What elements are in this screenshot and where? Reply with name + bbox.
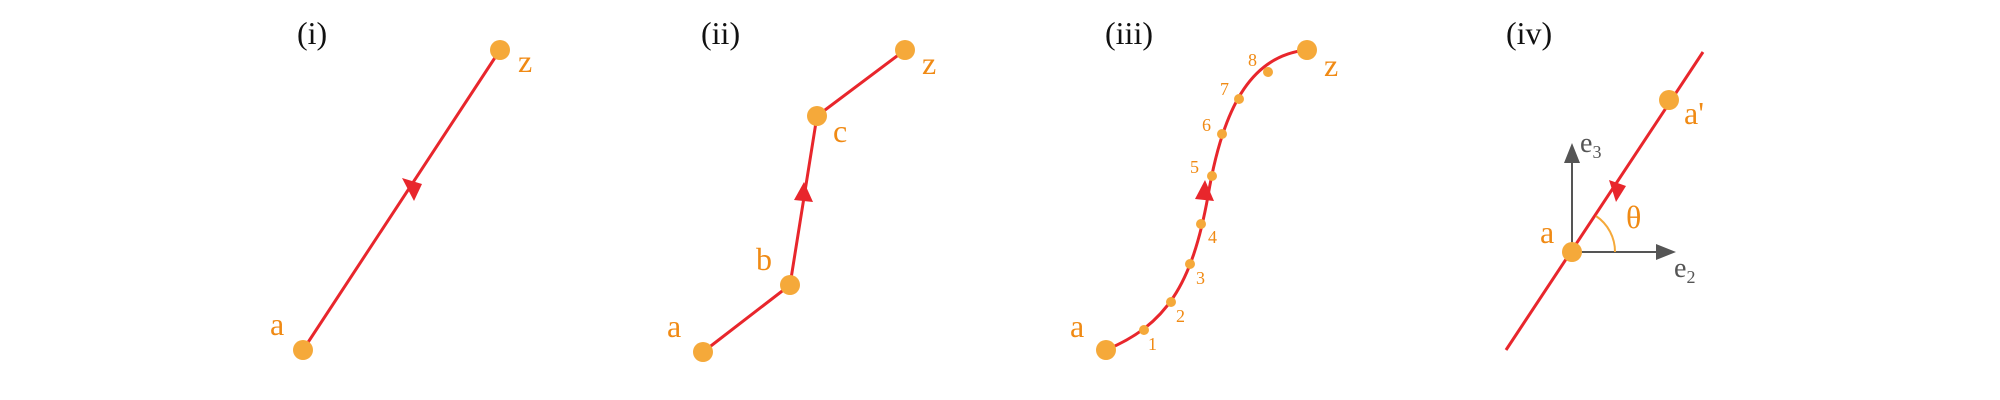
panel-iv: (iv) θ a a' e3 e2 [1504,15,1705,351]
step-point-8 [1263,67,1273,77]
point-b [780,275,800,295]
panel-label-i: (i) [297,15,327,51]
step-point-1 [1139,325,1149,335]
step-label-1: 1 [1148,334,1157,354]
direction-arrow [402,178,422,201]
step-point-3 [1185,259,1195,269]
point-label-a: a [1070,308,1084,344]
direction-arrow [794,182,813,202]
step-label-8: 8 [1248,50,1257,70]
step-label-4: 4 [1208,227,1217,247]
step-label-7: 7 [1220,79,1229,99]
step-label-2: 2 [1176,306,1185,326]
step-point-2 [1166,297,1176,307]
point-label-c: c [833,113,847,149]
point-z [1297,40,1317,60]
angle-arc [1595,215,1617,253]
point-label-b: b [756,241,772,277]
point-a [1562,242,1582,262]
direction-arrow [1195,180,1214,201]
panel-iii: (iii) 1 2 3 4 5 6 7 8 a z [1070,15,1338,360]
axis-label-e3: e3 [1580,128,1601,162]
angle-label-theta: θ [1626,199,1641,235]
direction-arrow [1609,180,1626,202]
point-z [895,40,915,60]
point-label-z: z [1324,47,1338,83]
point-a [693,342,713,362]
panel-label-iii: (iii) [1105,15,1153,51]
point-z [490,40,510,60]
point-label-a: a [270,306,284,342]
step-point-6 [1217,129,1227,139]
step-point-5 [1207,171,1217,181]
point-a [293,340,313,360]
step-label-5: 5 [1190,157,1199,177]
point-c [807,106,827,126]
point-label-a: a [667,308,681,344]
panel-i: (i) a z [270,15,532,360]
step-label-6: 6 [1202,115,1211,135]
panel-ii: (ii) a b c z [667,15,936,362]
point-label-a: a [1540,214,1554,250]
panel-label-iv: (iv) [1506,15,1552,51]
point-a-prime [1659,90,1679,110]
step-point-7 [1234,94,1244,104]
panel-label-ii: (ii) [701,15,740,51]
point-label-z: z [922,45,936,81]
step-point-4 [1196,219,1206,229]
path-segment-az [301,49,502,351]
point-label-a-prime: a' [1684,95,1704,131]
point-a [1096,340,1116,360]
point-label-z: z [518,43,532,79]
step-label-3: 3 [1196,268,1205,288]
axis-label-e2: e2 [1674,253,1695,287]
